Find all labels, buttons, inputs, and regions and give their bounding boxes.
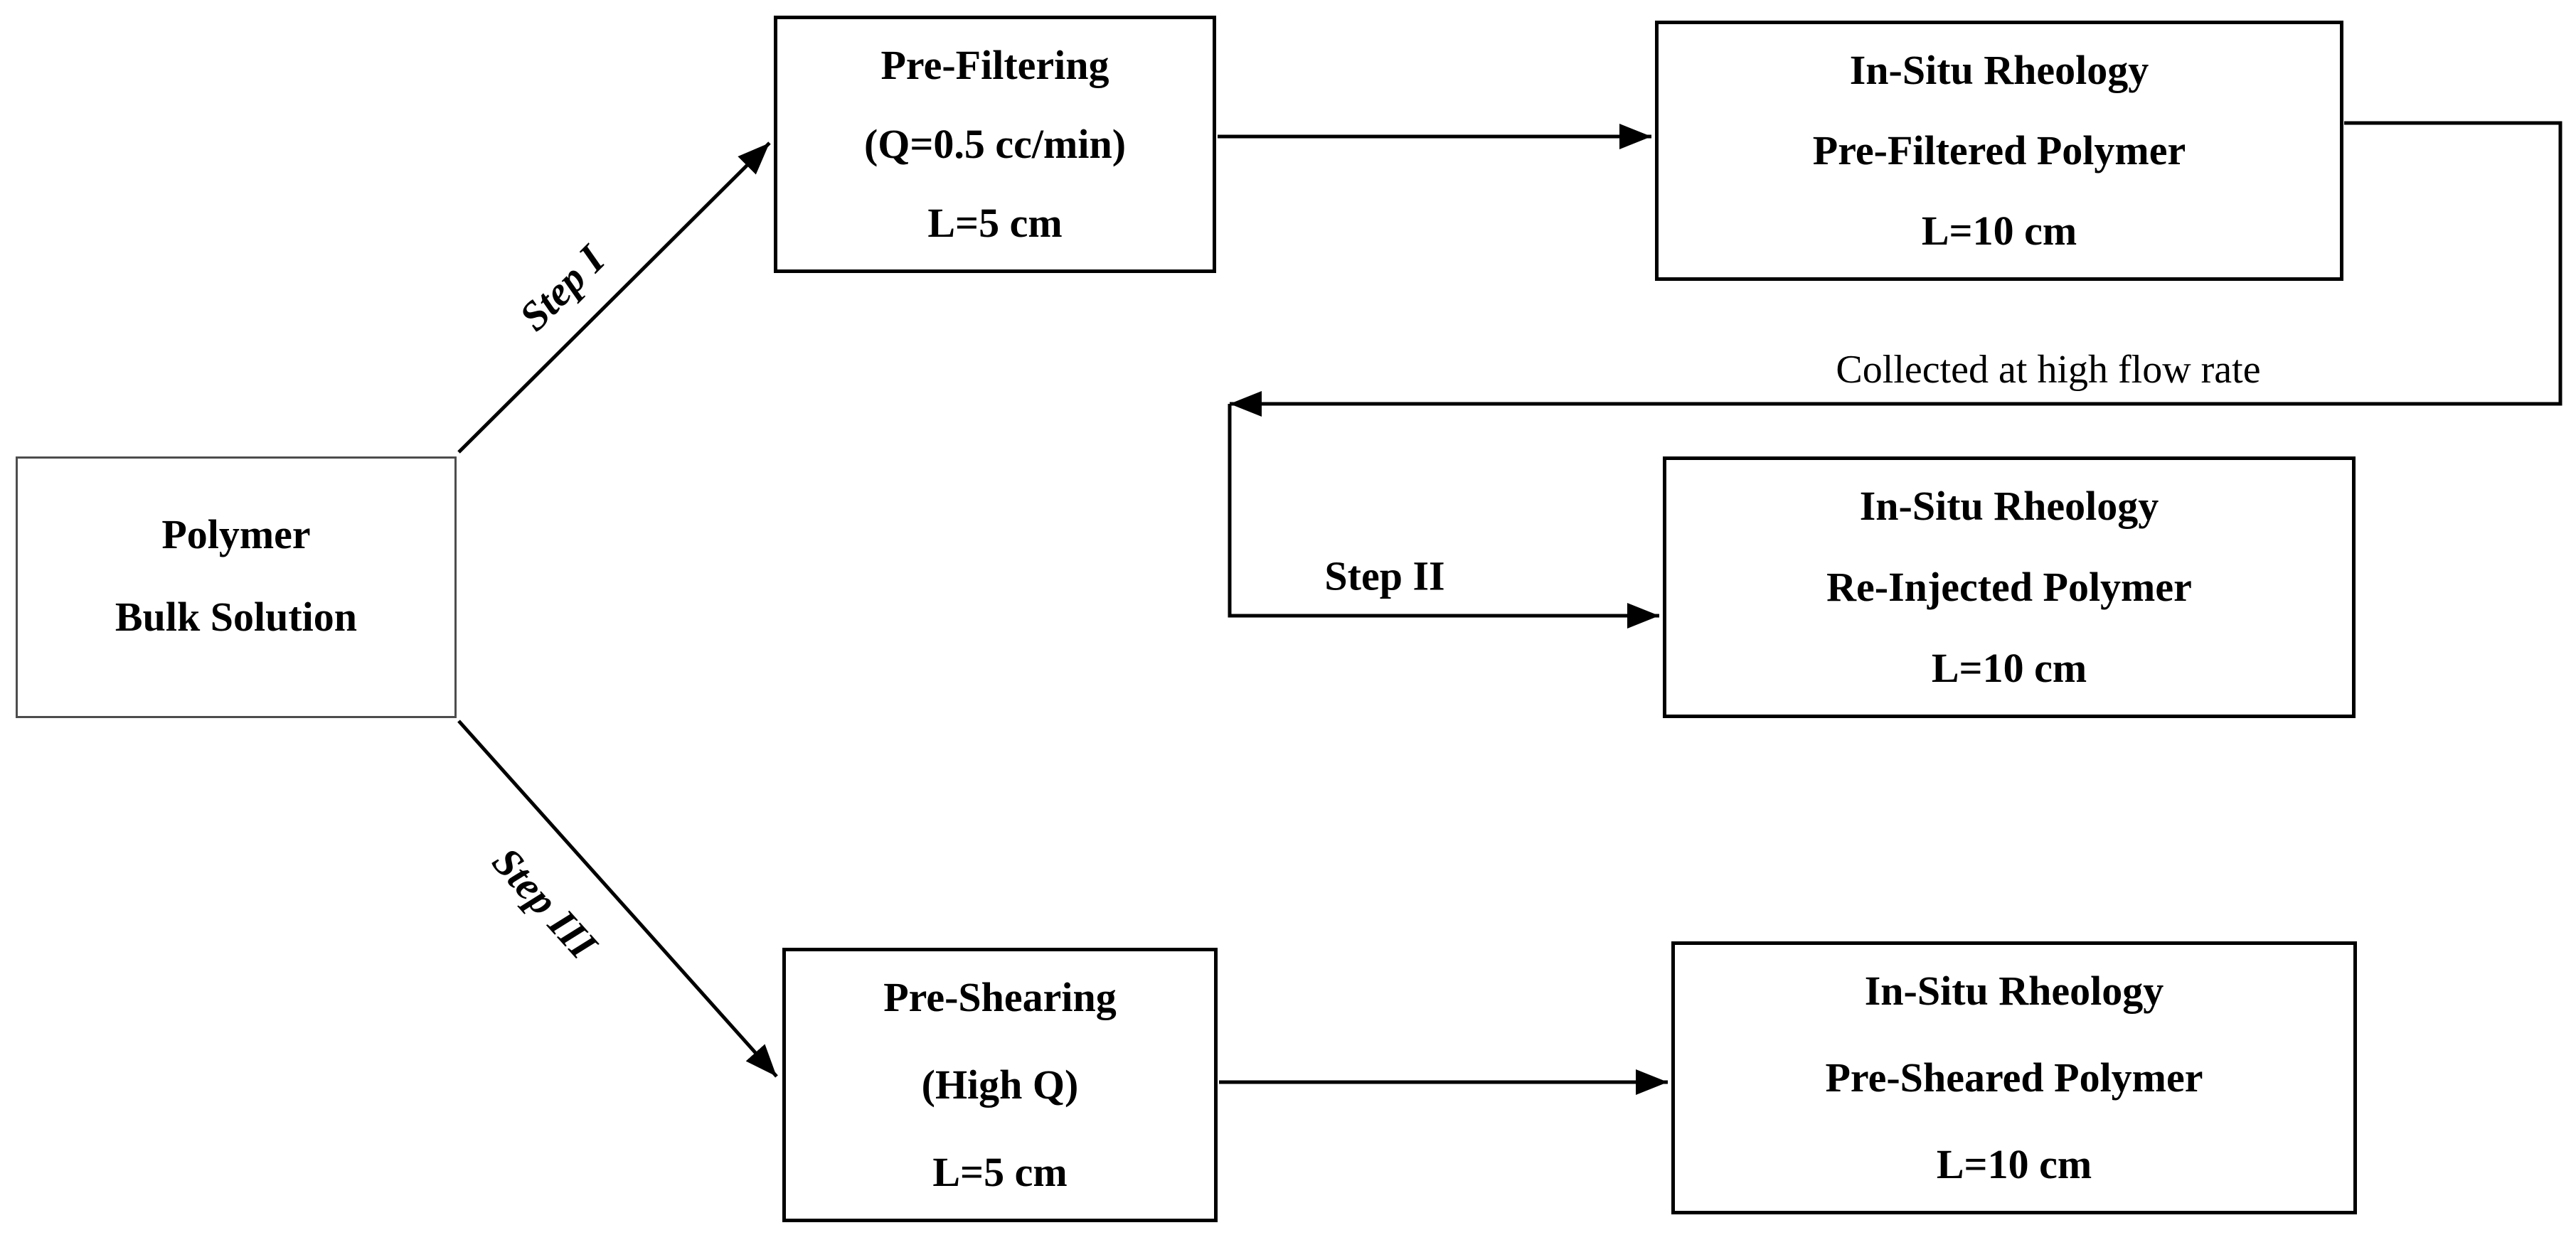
box-line: Pre-Filtered Polymer [1812,127,2186,173]
box-line: L=10 cm [1936,1141,2092,1187]
label-step-ii: Step II [1324,552,1445,599]
box-line: Pre-Filtering [880,42,1109,88]
box-line: L=10 cm [1921,208,2077,254]
box-line: In-Situ Rheology [1864,968,2164,1014]
label-collected-at-high-flow-rate: Collected at high flow rate [1836,348,2261,392]
box-line: Pre-Sheared Polymer [1825,1054,2203,1101]
box-pre-filtering: Pre-Filtering (Q=0.5 cc/min) L=5 cm [774,16,1216,273]
arrow-step-i [457,141,771,454]
box-line: In-Situ Rheology [1849,47,2149,93]
box-line: Polymer [161,511,311,557]
box-polymer-bulk-solution: Polymer Bulk Solution [16,456,457,718]
box-insitu-rheology-pre-filtered: In-Situ Rheology Pre-Filtered Polymer L=… [1655,21,2343,281]
box-line: In-Situ Rheology [1859,483,2159,529]
box-pre-shearing: Pre-Shearing (High Q) L=5 cm [782,948,1218,1222]
box-line: (High Q) [921,1062,1079,1108]
box-line: Bulk Solution [115,594,358,640]
box-line: L=5 cm [932,1149,1068,1195]
arrow-step-iii [457,720,778,1078]
box-line: Re-Injected Polymer [1826,564,2192,610]
box-insitu-rheology-re-injected: In-Situ Rheology Re-Injected Polymer L=1… [1663,456,2356,718]
box-line: L=10 cm [1931,645,2087,691]
box-insitu-rheology-pre-sheared: In-Situ Rheology Pre-Sheared Polymer L=1… [1671,941,2357,1214]
box-line: Pre-Shearing [883,974,1117,1020]
box-line: L=5 cm [927,200,1063,246]
box-line: (Q=0.5 cc/min) [863,121,1127,167]
